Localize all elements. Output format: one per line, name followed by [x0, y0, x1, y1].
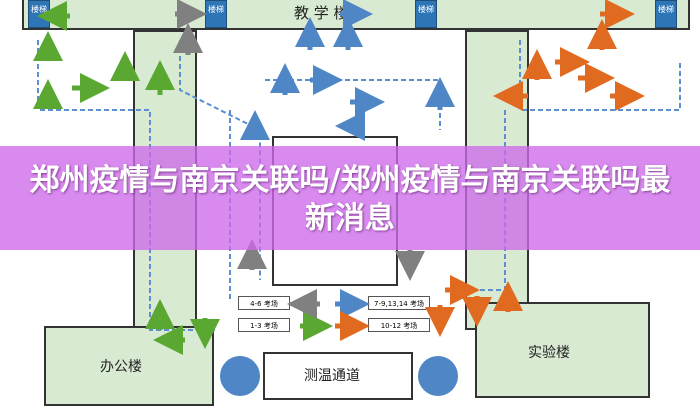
office-building-label: 办公楼 [100, 359, 142, 375]
exam-room-7-14: 7-9,13,14 考场 [368, 296, 430, 310]
checkpoint-circle [418, 356, 458, 396]
temperature-channel-label: 测温通道 [304, 368, 360, 384]
article-title: 郑州疫情与南京关联吗/郑州疫情与南京关联吗最新消息 [29, 163, 671, 236]
office-building [44, 326, 214, 406]
title-banner [0, 146, 700, 250]
exam-room-1-3: 1-3 考场 [238, 318, 290, 332]
lab-building [475, 302, 650, 398]
stair-marker: 楼梯 [655, 0, 677, 28]
lab-building-label: 实验楼 [528, 345, 570, 361]
stair-marker: 楼梯 [415, 0, 437, 28]
temperature-channel [263, 352, 413, 400]
checkpoint-circle [220, 356, 260, 396]
